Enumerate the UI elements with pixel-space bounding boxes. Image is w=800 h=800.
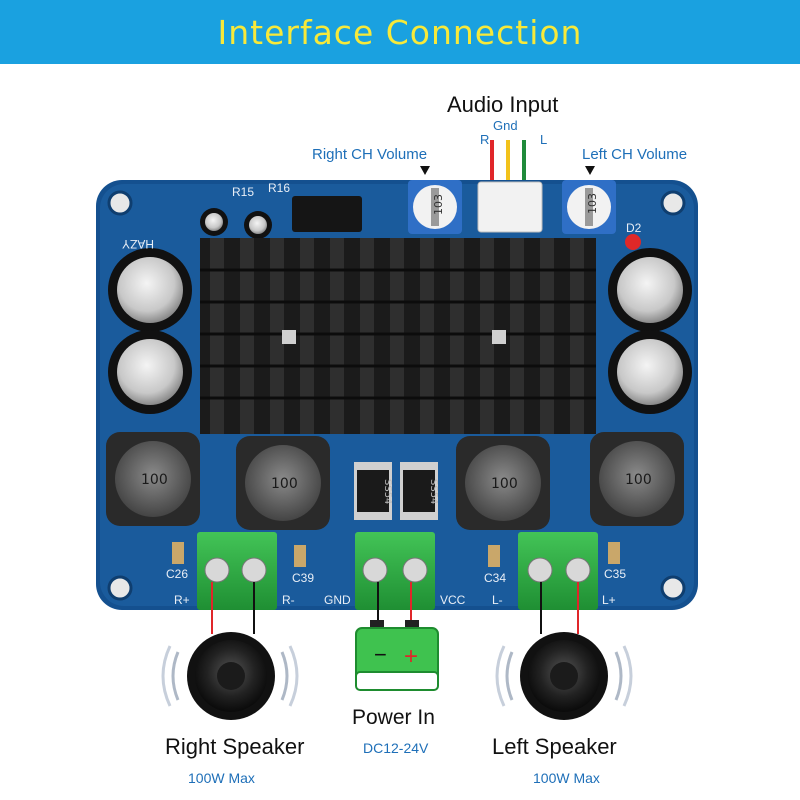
right-speaker-title: Right Speaker — [165, 734, 305, 759]
schottky-diodes — [354, 462, 438, 520]
right-volume-label: Right CH Volume — [312, 146, 428, 163]
terminal-label-lp: L+ — [602, 593, 616, 607]
audio-input-r-label: R — [480, 132, 490, 147]
brand-label: HAZY — [122, 237, 154, 251]
terminal-label-lm: L- — [492, 593, 503, 607]
mounting-holes — [107, 190, 686, 601]
title-banner: Interface Connection — [0, 0, 800, 64]
cap-label-c34: C34 — [484, 571, 506, 585]
inductor-label-3: 100 — [491, 476, 518, 492]
diode-label-2: SS54 — [428, 479, 439, 504]
terminal-label-rm: R- — [282, 593, 295, 607]
inductor-label-1: 100 — [141, 472, 168, 488]
inductor-label-4: 100 — [625, 472, 652, 488]
inductors — [106, 432, 684, 530]
res-label-r15: R15 — [232, 185, 254, 199]
terminal-power — [355, 532, 435, 610]
terminal-left-speaker — [518, 532, 598, 610]
inductor-label-2: 100 — [271, 476, 298, 492]
potentiometer-right — [408, 180, 462, 234]
arrow-right-volume — [420, 166, 430, 175]
power-led — [625, 234, 641, 250]
audio-input-l-label: L — [540, 132, 548, 147]
terminal-label-vcc: VCC — [440, 593, 466, 607]
audio-input-gnd-label: Gnd — [493, 118, 518, 133]
terminal-right-speaker — [197, 532, 277, 610]
arrow-left-volume — [585, 166, 595, 175]
output-wires — [211, 582, 579, 634]
led-label-d2: D2 — [626, 221, 642, 235]
battery-plus: + — [404, 643, 418, 670]
audio-input-wires — [490, 140, 526, 182]
power-in-spec: DC12-24V — [363, 740, 429, 756]
power-in-title: Power In — [352, 706, 435, 729]
cap-label-c39: C39 — [292, 571, 314, 585]
ic-chip — [292, 196, 362, 232]
audio-input-title: Audio Input — [447, 92, 559, 117]
capacitors-right — [608, 248, 692, 414]
potentiometer-left — [562, 180, 616, 234]
heatsink — [200, 238, 596, 434]
diode-label-1: SS54 — [382, 479, 393, 504]
left-volume-label: Left CH Volume — [582, 146, 688, 163]
right-speaker-spec: 100W Max — [188, 770, 255, 786]
audio-input-connector — [477, 181, 543, 233]
battery-icon: − + — [355, 620, 439, 691]
terminal-label-gnd: GND — [324, 593, 351, 607]
banner-title: Interface Connection — [217, 12, 583, 52]
left-speaker-icon — [495, 632, 633, 720]
right-speaker-icon — [161, 632, 299, 720]
left-speaker-spec: 100W Max — [533, 770, 600, 786]
res-label-r16: R16 — [268, 181, 290, 195]
pot-label-left: 103 — [586, 193, 599, 214]
cap-label-c26: C26 — [166, 567, 188, 581]
pot-label-right: 103 — [432, 194, 445, 215]
terminal-label-rp: R+ — [174, 593, 190, 607]
left-speaker-title: Left Speaker — [492, 734, 617, 759]
cap-label-c35: C35 — [604, 567, 626, 581]
capacitors-left — [108, 248, 192, 414]
battery-minus: − — [374, 642, 387, 667]
pcb-board: HAZY 103 103 100 100 100 100 SS54 SS54 R… — [96, 180, 698, 610]
